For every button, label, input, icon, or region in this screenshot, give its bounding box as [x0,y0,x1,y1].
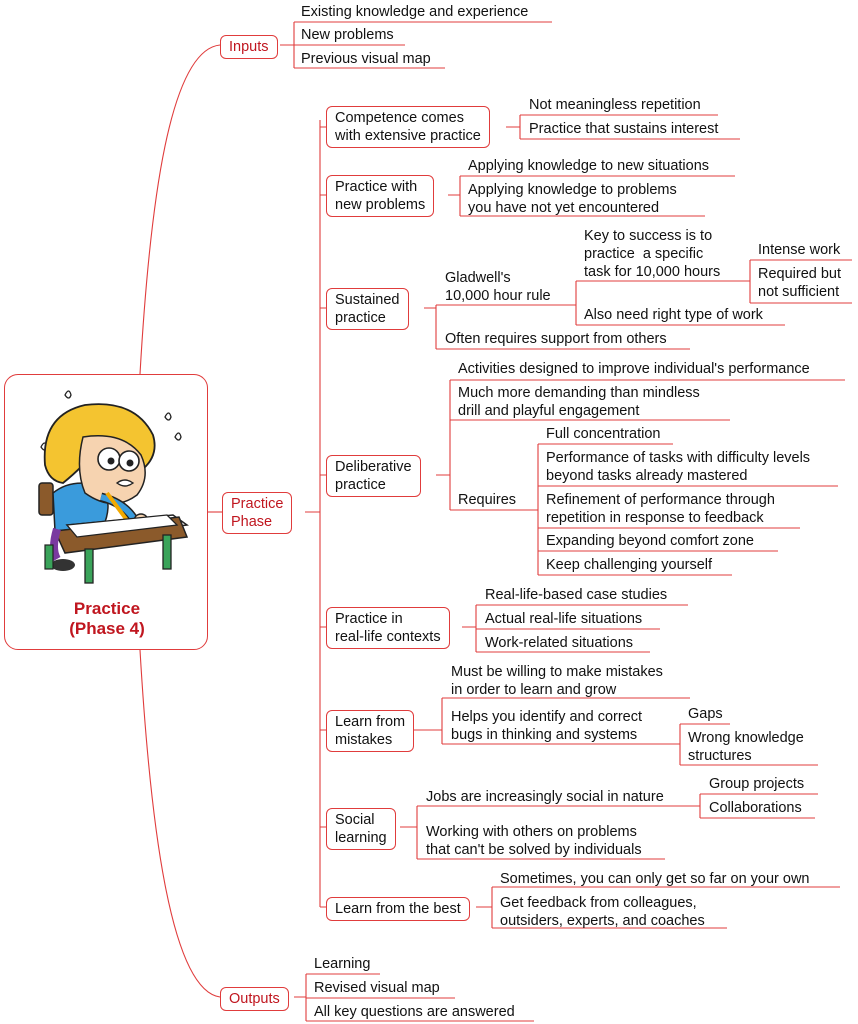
new-problems-item[interactable]: Applying knowledge to new situations [468,158,710,174]
outputs-item[interactable]: All key questions are answered [314,1004,515,1020]
jobs-subitem[interactable]: Collaborations [709,800,802,816]
new-problems-item[interactable]: Applying knowledge to problems you have … [468,182,677,216]
requires-item[interactable]: Refinement of performance through repeti… [546,492,775,526]
inputs-item[interactable]: New problems [301,27,394,43]
real-life-item[interactable]: Work-related situations [485,635,634,651]
inputs-topic[interactable]: Inputs [220,35,278,59]
social-node[interactable]: Social learning [326,808,396,850]
bug-item[interactable]: Gaps [688,706,723,722]
best-item[interactable]: Get feedback from colleagues, outsiders,… [500,895,705,929]
key-item[interactable]: Required but not sufficient [758,266,842,300]
jobs-item[interactable]: Jobs are increasingly social in nature [426,789,664,805]
competence-item[interactable]: Practice that sustains interest [529,121,719,137]
deliberative-item[interactable]: Activities designed to improve individua… [458,361,810,377]
competence-node[interactable]: Competence comes with extensive practice [326,106,490,148]
mistakes-item[interactable]: Must be willing to make mistakes in orde… [451,664,663,698]
practice-phase-topic[interactable]: Practice Phase [222,492,293,534]
requires-item[interactable]: Performance of tasks with difficulty lev… [546,450,811,484]
real-life-node[interactable]: Practice in real-life contexts [326,607,450,649]
working-item[interactable]: Working with others on problems that can… [426,824,642,858]
outputs-item[interactable]: Learning [314,956,371,972]
new-problems-node[interactable]: Practice with new problems [326,175,435,217]
best-item[interactable]: Sometimes, you can only get so far on yo… [500,871,810,887]
requires-item[interactable]: Expanding beyond comfort zone [546,533,754,549]
real-life-item[interactable]: Actual real-life situations [485,611,643,627]
mistakes-node[interactable]: Learn from mistakes [326,710,415,752]
mistakes-item[interactable]: Helps you identify and correct bugs in t… [451,709,643,743]
outputs-item[interactable]: Revised visual map [314,980,440,996]
central-topic[interactable]: Practice (Phase 4) [4,374,208,650]
gladwell-rule[interactable]: Gladwell's 10,000 hour rule [445,270,551,304]
stressed-student-at-desk-cartoon [38,390,189,584]
requires-item[interactable]: Full concentration [546,426,661,442]
competence-item[interactable]: Not meaningless repetition [529,97,701,113]
requires-node[interactable]: Requires [458,492,517,508]
jobs-subitem[interactable]: Group projects [709,776,805,792]
key-to-success[interactable]: Key to success is to practice a specific… [584,228,721,280]
bug-item[interactable]: Wrong knowledge structures [688,730,804,764]
right-type[interactable]: Also need right type of work [584,307,763,323]
inputs-item[interactable]: Previous visual map [301,51,431,67]
key-item[interactable]: Intense work [758,242,841,258]
deliberative-node[interactable]: Deliberative practice [326,455,421,497]
sustained-node[interactable]: Sustained practice [326,288,409,330]
inputs-item[interactable]: Existing knowledge and experience [301,4,529,20]
requires-item[interactable]: Keep challenging yourself [546,557,713,573]
deliberative-item[interactable]: Much more demanding than mindless drill … [458,385,700,419]
support-item[interactable]: Often requires support from others [445,331,667,347]
outputs-topic[interactable]: Outputs [220,987,289,1011]
real-life-item[interactable]: Real-life-based case studies [485,587,668,603]
central-topic-title: Practice (Phase 4) [69,599,145,638]
best-node[interactable]: Learn from the best [326,897,470,921]
